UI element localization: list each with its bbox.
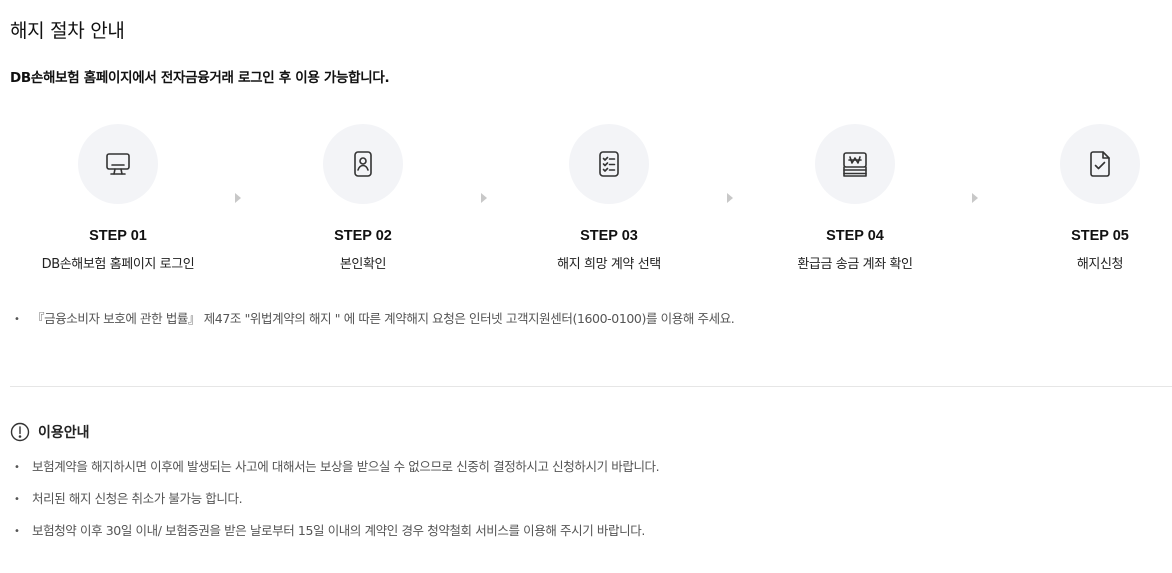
step-03-label: 해지 희망 계약 선택 bbox=[557, 257, 661, 272]
step-05-number: STEP 05 bbox=[1071, 228, 1129, 244]
step-02-number: STEP 02 bbox=[334, 228, 392, 244]
bullet-dot: • bbox=[14, 493, 20, 505]
step-01: STEP 01 DB손해보험 홈페이지 로그인 bbox=[18, 124, 218, 272]
intro-text: DB손해보험 홈페이지에서 전자금융거래 로그인 후 이용 가능합니다. bbox=[10, 70, 390, 86]
step-04-number: STEP 04 bbox=[826, 228, 884, 244]
step-arrow-4 bbox=[972, 193, 978, 203]
step-03-icon-circle bbox=[569, 124, 649, 204]
guide-item-text: 처리된 해지 신청은 취소가 불가능 합니다. bbox=[32, 491, 243, 506]
list-item: • 보험계약을 해지하시면 이후에 발생되는 사고에 대해서는 보상을 받으실 수… bbox=[14, 458, 660, 490]
guide-list: • 보험계약을 해지하시면 이후에 발생되는 사고에 대해서는 보상을 받으실 수… bbox=[14, 458, 660, 554]
guide-item-text: 보험청약 이후 30일 이내/ 보험증권을 받은 날로부터 15일 이내의 계약… bbox=[32, 523, 645, 538]
list-item: • 보험청약 이후 30일 이내/ 보험증권을 받은 날로부터 15일 이내의 계… bbox=[14, 522, 659, 554]
step-04-label: 환급금 송금 계좌 확인 bbox=[797, 257, 913, 272]
step-arrow-2 bbox=[481, 193, 487, 203]
guide-title: 이용안내 bbox=[38, 425, 90, 441]
monitor-icon bbox=[106, 153, 130, 175]
bullet-dot: • bbox=[14, 314, 20, 325]
step-01-icon-circle bbox=[78, 124, 158, 204]
step-05-label: 해지신청 bbox=[1076, 257, 1124, 272]
step-02-label: 본인확인 bbox=[339, 257, 387, 272]
id-card-icon bbox=[354, 151, 372, 177]
list-item: • 처리된 해지 신청은 취소가 불가능 합니다. bbox=[14, 490, 659, 522]
won-money-icon bbox=[843, 152, 867, 177]
info-icon bbox=[10, 422, 30, 442]
bullet-dot: • bbox=[14, 525, 20, 537]
step-04-icon-circle bbox=[815, 124, 895, 204]
step-05-icon-circle bbox=[1060, 124, 1140, 204]
document-check-icon bbox=[1090, 151, 1110, 177]
bullet-dot: • bbox=[14, 461, 20, 473]
legal-notice: • 『금융소비자 보호에 관한 법률』 제47조 "위법계약의 해지 " 에 따른… bbox=[14, 308, 735, 327]
step-arrow-1 bbox=[235, 193, 241, 203]
step-03-number: STEP 03 bbox=[580, 228, 638, 244]
section-divider bbox=[10, 386, 1172, 387]
steps-flow: STEP 01 DB손해보험 홈페이지 로그인 STEP 02 본인확인 bbox=[0, 124, 1172, 284]
step-03: STEP 03 해지 희망 계약 선택 bbox=[509, 124, 709, 272]
step-05: STEP 05 해지신청 bbox=[1000, 124, 1172, 272]
legal-notice-text: 『금융소비자 보호에 관한 법률』 제47조 "위법계약의 해지 " 에 따른 … bbox=[32, 311, 735, 326]
step-02-icon-circle bbox=[323, 124, 403, 204]
step-arrow-3 bbox=[727, 193, 733, 203]
step-04: STEP 04 환급금 송금 계좌 확인 bbox=[755, 124, 955, 272]
guide-item-text: 보험계약을 해지하시면 이후에 발생되는 사고에 대해서는 보상을 받으실 수 … bbox=[32, 459, 660, 474]
step-01-label: DB손해보험 홈페이지 로그인 bbox=[41, 257, 195, 272]
guide-heading: 이용안내 bbox=[10, 422, 90, 442]
checklist-icon bbox=[599, 151, 619, 177]
page-title: 해지 절차 안내 bbox=[10, 20, 125, 42]
step-01-number: STEP 01 bbox=[89, 228, 147, 244]
step-02: STEP 02 본인확인 bbox=[263, 124, 463, 272]
